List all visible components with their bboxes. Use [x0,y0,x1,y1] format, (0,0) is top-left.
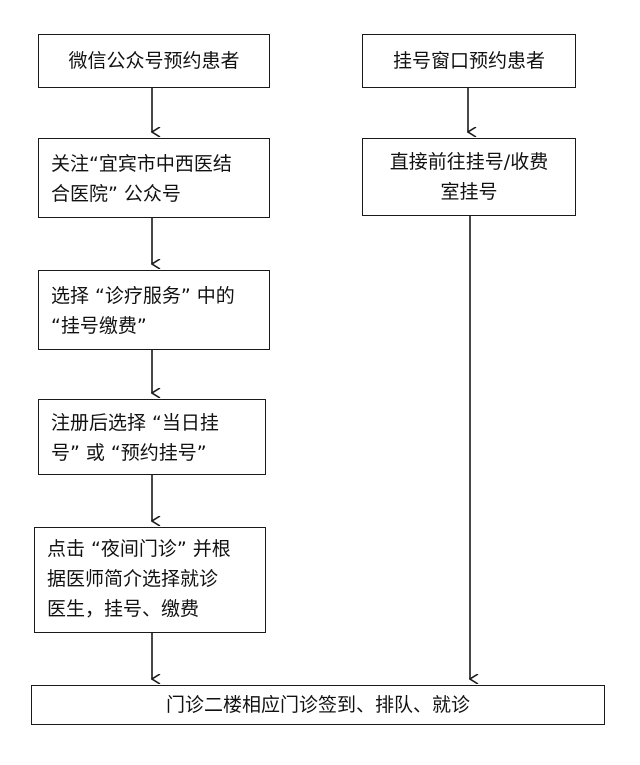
left-step-1-text: 微信公众号预约患者 [68,50,240,72]
right-step-2-text: 直接前往挂号/收费 室挂号 [389,151,549,203]
left-step-4-box: 注册后选择 “当日挂 号” 或 “预约挂号” [38,399,266,475]
left-step-5-text: 点击 “夜间门诊” 并根 据医师简介选择就诊 医生，挂号、缴费 [47,538,231,620]
right-step-1-text: 挂号窗口预约患者 [392,50,545,72]
left-step-1-box: 微信公众号预约患者 [38,34,270,88]
left-step-5-box: 点击 “夜间门诊” 并根 据医师简介选择就诊 医生，挂号、缴费 [34,527,266,633]
left-step-4-text: 注册后选择 “当日挂 号” 或 “预约挂号” [51,412,219,464]
left-step-3-text: 选择 “诊疗服务” 中的 “挂号缴费” [51,285,235,337]
final-step-text: 门诊二楼相应门诊签到、排队、就诊 [165,694,470,716]
right-step-2-box: 直接前往挂号/收费 室挂号 [362,138,576,216]
right-step-1-box: 挂号窗口预约患者 [362,34,576,88]
left-step-2-box: 关注“宜宾市中西医结 合医院” 公众号 [38,138,270,218]
final-step-box: 门诊二楼相应门诊签到、排队、就诊 [31,685,605,725]
left-step-3-box: 选择 “诊疗服务” 中的 “挂号缴费” [38,270,270,350]
left-step-2-text: 关注“宜宾市中西医结 合医院” 公众号 [51,153,232,205]
